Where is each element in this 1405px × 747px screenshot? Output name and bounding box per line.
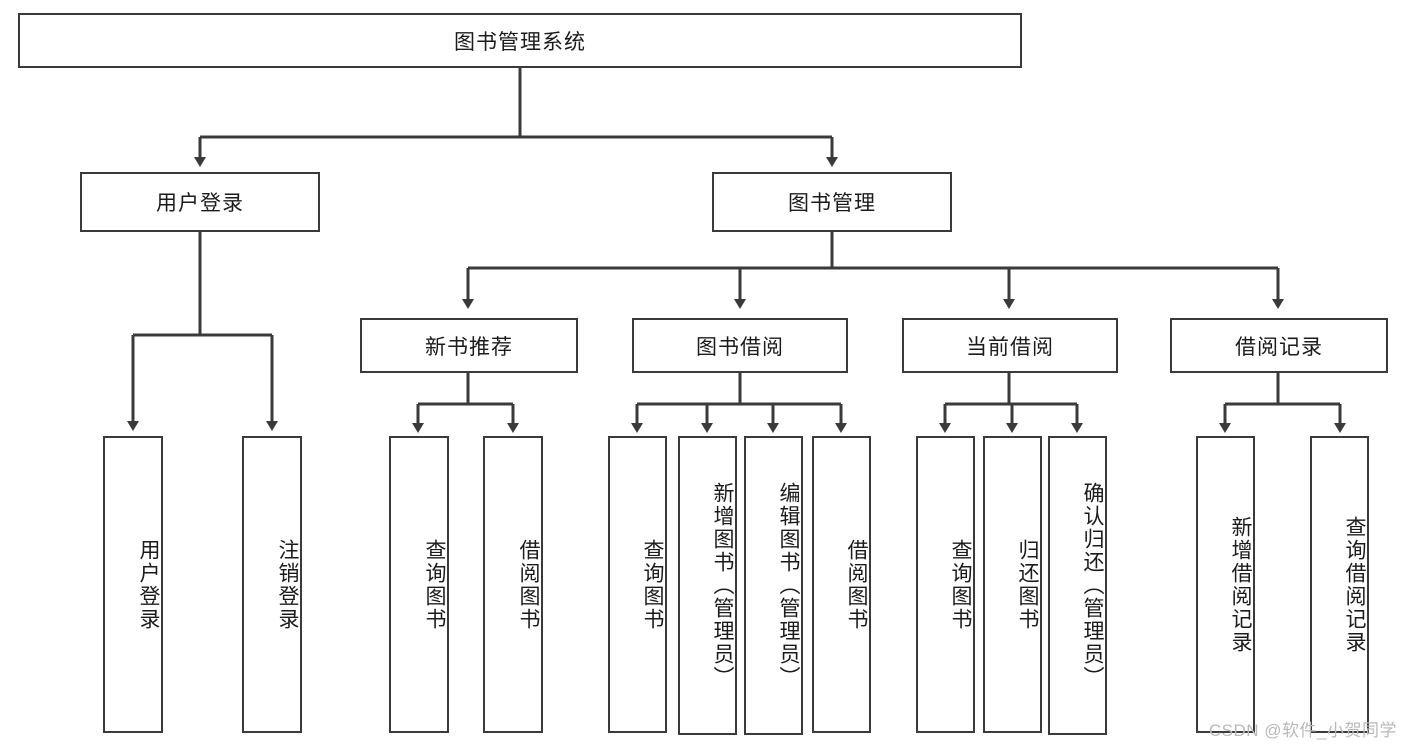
leaf-user-login[interactable]: 用户登录 [103,436,163,733]
node-label: 图书管理系统 [454,30,586,54]
leaf-query-borrow-record[interactable]: 查询借阅记录 [1310,436,1369,733]
leaf-query-book[interactable]: 查询图书 [608,436,667,733]
leaf-query-book-current[interactable]: 查询图书 [916,436,975,733]
node-label: 图书借阅 [696,335,784,359]
node-label: 新增借阅记录 [1229,515,1252,654]
node-borrow-record[interactable]: 借阅记录 [1170,318,1388,373]
node-label: 用户登录 [137,538,160,631]
node-label: 归还图书 [1016,538,1039,631]
leaf-confirm-return-admin[interactable]: 确认归还（管理员） [1048,436,1107,735]
node-label: 新增图书（管理员） [711,482,734,689]
node-label: 借阅记录 [1235,335,1323,359]
node-label: 图书管理 [788,192,876,215]
watermark-text: CSDN @软件_小贺同学 [1208,721,1397,740]
leaf-return-book[interactable]: 归还图书 [983,436,1042,733]
node-label: 当前借阅 [966,335,1054,359]
node-new-book-recommend[interactable]: 新书推荐 [360,318,578,373]
node-label: 查询图书 [641,538,664,631]
node-label: 编辑图书（管理员） [777,482,800,689]
leaf-add-book-admin[interactable]: 新增图书（管理员） [678,436,737,735]
node-current-borrow[interactable]: 当前借阅 [902,318,1118,373]
leaf-borrow-book[interactable]: 借阅图书 [812,436,871,733]
leaf-borrow-book-recommend[interactable]: 借阅图书 [483,436,543,733]
node-label: 借阅图书 [845,538,868,631]
node-book-management[interactable]: 图书管理 [712,172,952,232]
leaf-add-borrow-record[interactable]: 新增借阅记录 [1196,436,1255,733]
leaf-query-book-recommend[interactable]: 查询图书 [389,436,449,733]
leaf-edit-book-admin[interactable]: 编辑图书（管理员） [744,436,803,735]
node-label: 查询借阅记录 [1343,515,1366,654]
node-label: 借阅图书 [517,538,540,631]
node-book-borrow[interactable]: 图书借阅 [632,318,848,373]
node-label: 用户登录 [156,192,244,215]
node-label: 注销登录 [276,538,299,631]
node-label: 查询图书 [949,538,972,631]
node-root-book-management-system[interactable]: 图书管理系统 [18,13,1022,68]
node-label: 新书推荐 [425,335,513,359]
node-user-login[interactable]: 用户登录 [80,172,320,232]
leaf-user-logout[interactable]: 注销登录 [242,436,302,733]
node-label: 确认归还（管理员） [1081,482,1104,689]
node-label: 查询图书 [423,538,446,631]
